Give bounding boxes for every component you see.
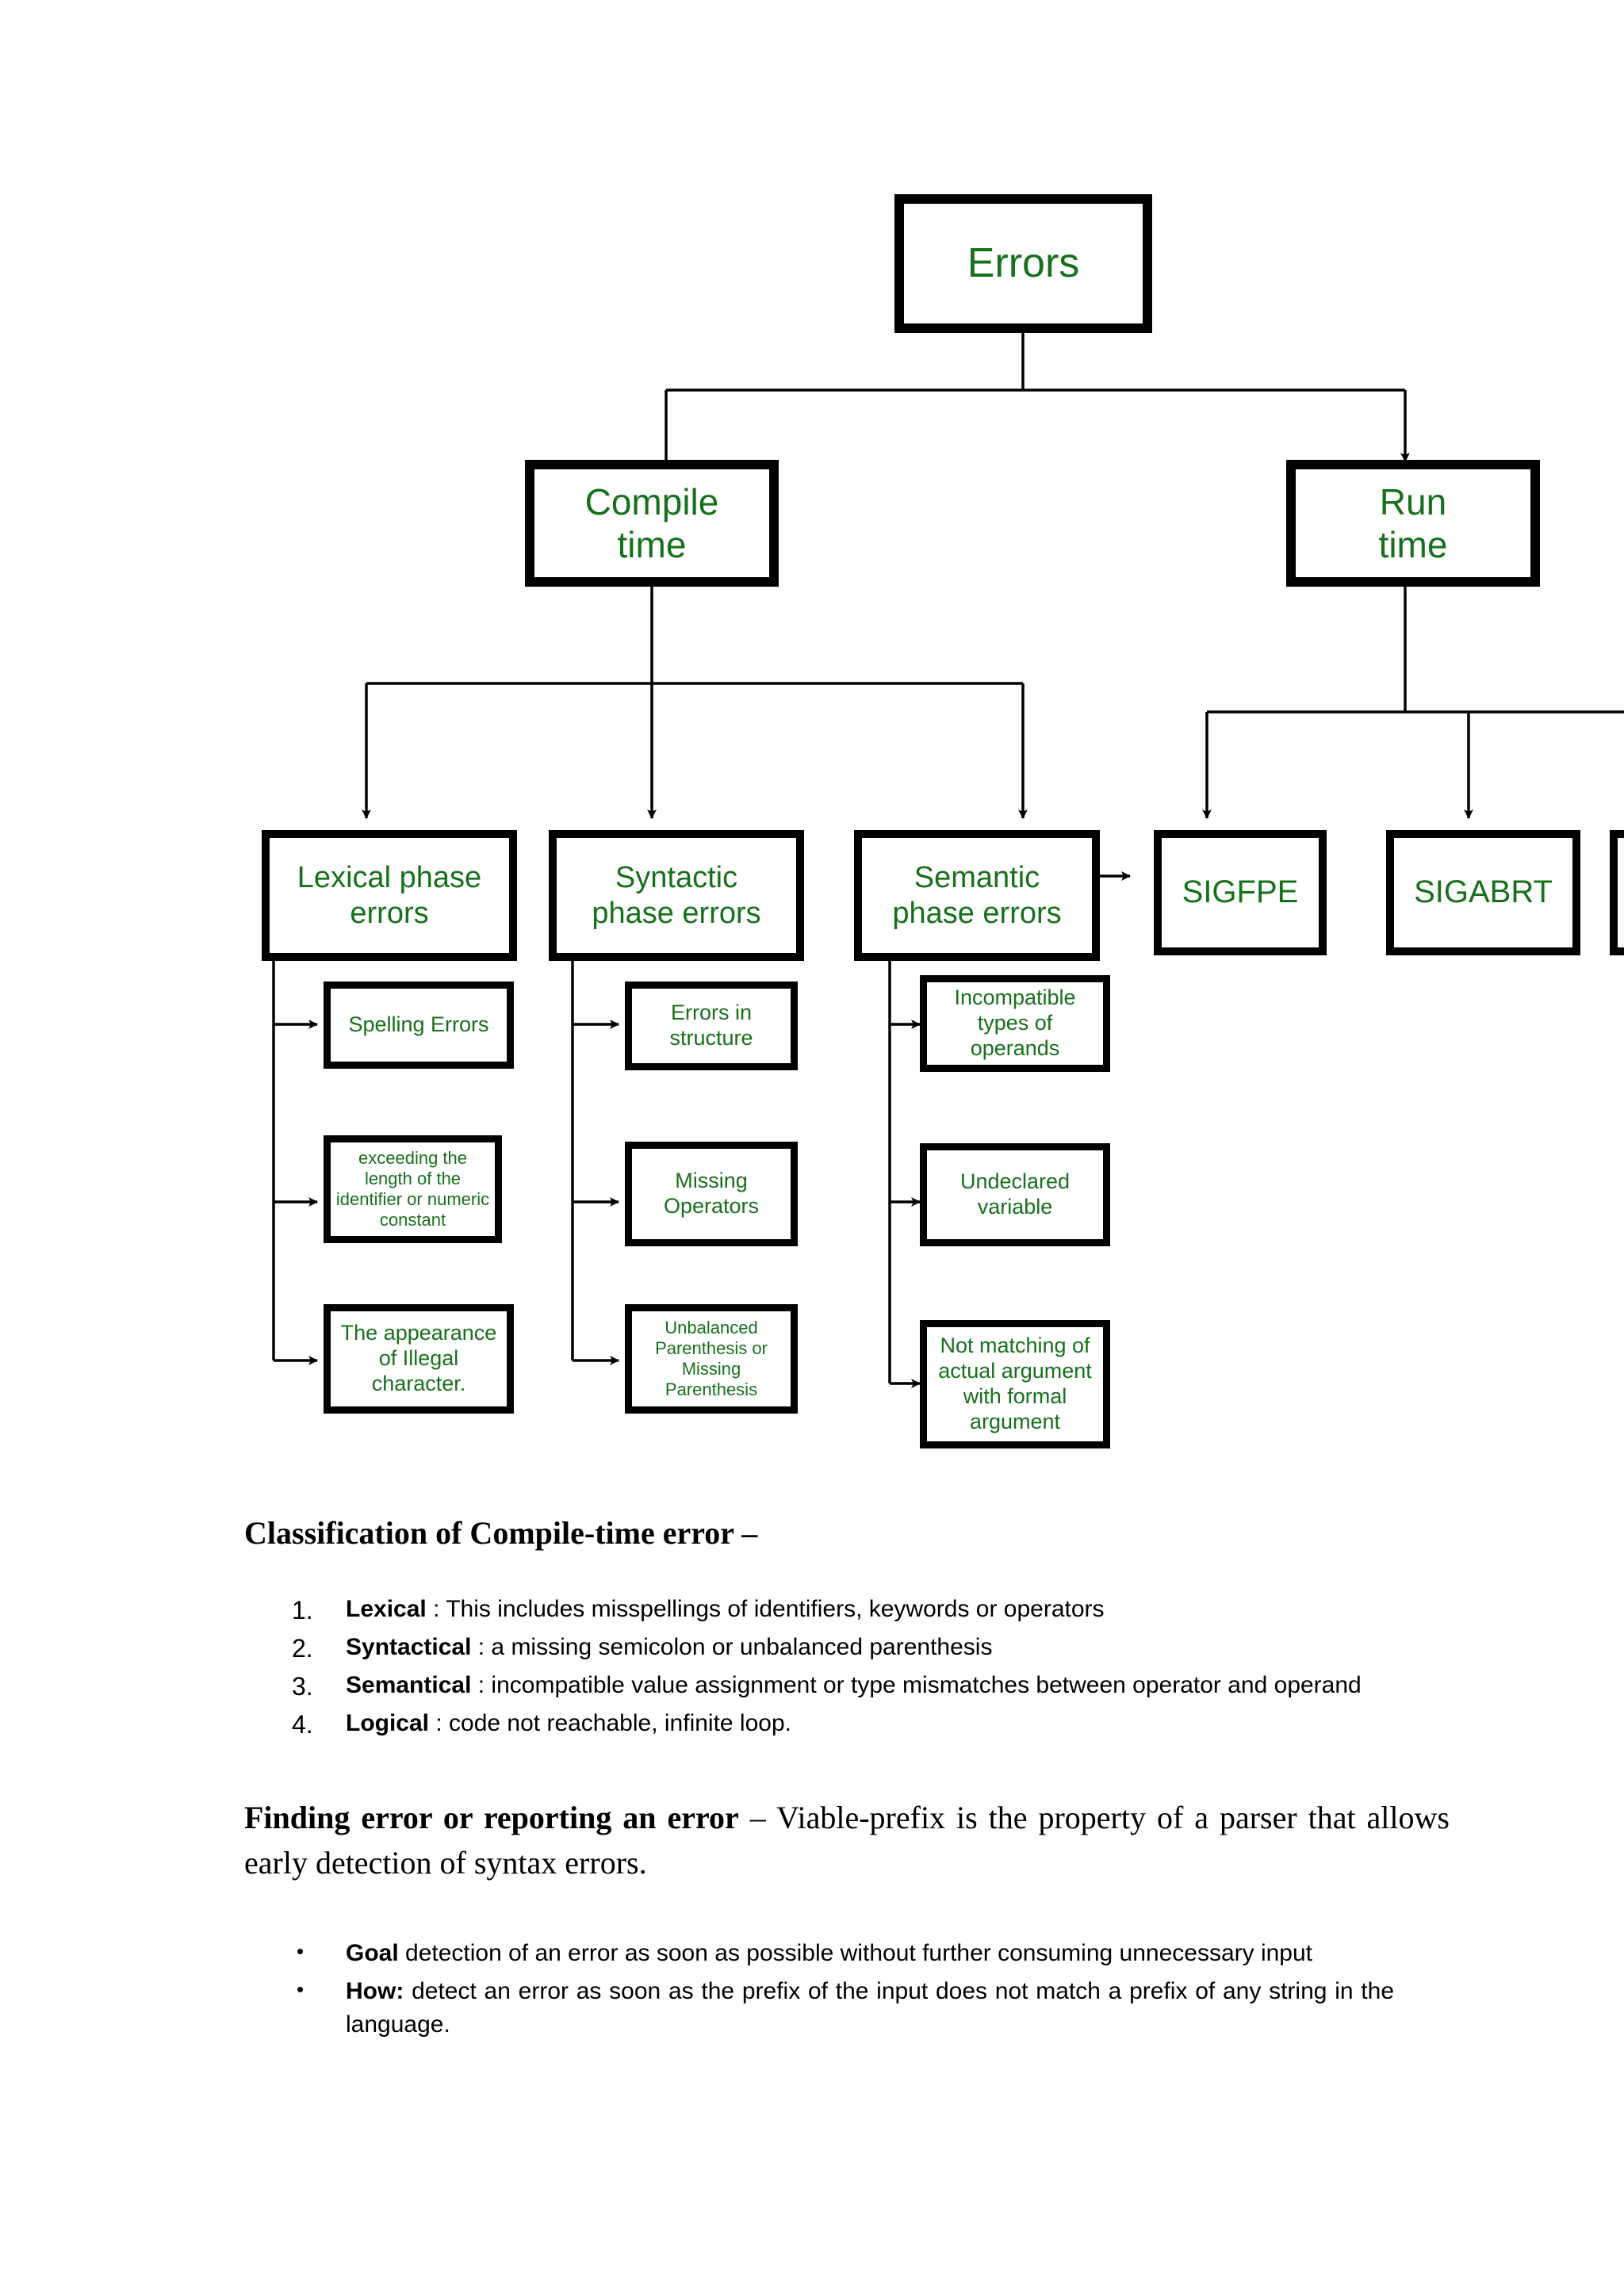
node-exceeding-length[interactable]: exceeding the length of the identifier o… [324, 1135, 502, 1243]
list-marker: 1. [292, 1596, 313, 1624]
compile-time-error-list: 1. Lexical : This includes misspellings o… [292, 1593, 1394, 1740]
list-item-rest: : This includes misspellings of identifi… [426, 1596, 1105, 1622]
node-errors[interactable]: Errors [894, 194, 1152, 333]
node-signal-cutoff[interactable] [1610, 830, 1624, 955]
list-marker: 3. [292, 1672, 313, 1701]
node-sigabrt[interactable]: SIGABRT [1386, 830, 1580, 955]
bullet-marker: • [297, 1976, 304, 2001]
errors-classification-diagram: Errors Compile time Run time Lexical pha… [262, 194, 1624, 1448]
list-item: 4. Logical : code not reachable, infinite… [292, 1707, 1394, 1740]
node-sigfpe[interactable]: SIGFPE [1154, 830, 1327, 955]
diagram-connectors [272, 333, 1624, 1388]
node-missing-operators[interactable]: Missing Operators [625, 1142, 798, 1246]
node-lexical-phase-errors[interactable]: Lexical phase errors [262, 830, 517, 961]
paragraph-finding-error: Finding error or reporting an error – Vi… [0, 1796, 1624, 1886]
node-syntactic-phase-errors[interactable]: Syntactic phase errors [549, 830, 804, 961]
list-item: • Goal detection of an error as soon as p… [292, 1937, 1394, 1970]
list-item: 2. Syntactical : a missing semicolon or u… [292, 1631, 1394, 1664]
list-item-rest: : incompatible value assignment or type … [471, 1672, 1362, 1698]
prose-section: Classification of Compile-time error – 1… [0, 1490, 1624, 2046]
bullet-marker: • [297, 1938, 304, 1963]
list-item-rest: detection of an error as soon as possibl… [398, 1939, 1313, 1966]
list-item-lead: Lexical [346, 1596, 427, 1622]
list-item-rest: detect an error as soon as the prefix of… [346, 1977, 1394, 2038]
list-item-rest: : code not reachable, infinite loop. [429, 1710, 791, 1736]
heading-classification: Classification of Compile-time error – [244, 1515, 758, 1551]
node-errors-in-structure[interactable]: Errors in structure [625, 982, 798, 1070]
node-unbalanced-parenthesis[interactable]: Unbalanced Parenthesis or Missing Parent… [625, 1304, 798, 1414]
list-item-rest: : a missing semicolon or unbalanced pare… [471, 1634, 993, 1660]
list-item-lead: Goal [346, 1939, 399, 1966]
node-compile-time[interactable]: Compile time [525, 460, 779, 587]
node-spelling-errors[interactable]: Spelling Errors [324, 982, 514, 1069]
paragraph-lead: Finding error or reporting an error [244, 1800, 739, 1835]
list-item-lead: Syntactical [346, 1634, 472, 1660]
node-argument-mismatch[interactable]: Not matching of actual argument with for… [920, 1320, 1110, 1448]
node-illegal-character[interactable]: The appearance of Illegal character. [324, 1304, 514, 1414]
list-item-lead: How: [346, 1977, 404, 2004]
paragraph-rest: – Viable-prefix is the property of a par… [244, 1800, 1450, 1881]
node-run-time[interactable]: Run time [1286, 460, 1540, 587]
list-item-lead: Logical [346, 1710, 430, 1736]
list-item: • How: detect an error as soon as the pre… [292, 1975, 1394, 2042]
list-item: 1. Lexical : This includes misspellings o… [292, 1593, 1394, 1626]
list-item-lead: Semantical [346, 1672, 472, 1698]
list-marker: 4. [292, 1710, 313, 1739]
error-detection-bullets: • Goal detection of an error as soon as p… [292, 1937, 1394, 2042]
node-semantic-phase-errors[interactable]: Semantic phase errors [854, 830, 1100, 961]
list-marker: 2. [292, 1634, 313, 1663]
node-incompatible-types[interactable]: Incompatible types of operands [920, 975, 1110, 1072]
node-undeclared-variable[interactable]: Undeclared variable [920, 1143, 1110, 1246]
list-item: 3. Semantical : incompatible value assign… [292, 1669, 1394, 1702]
